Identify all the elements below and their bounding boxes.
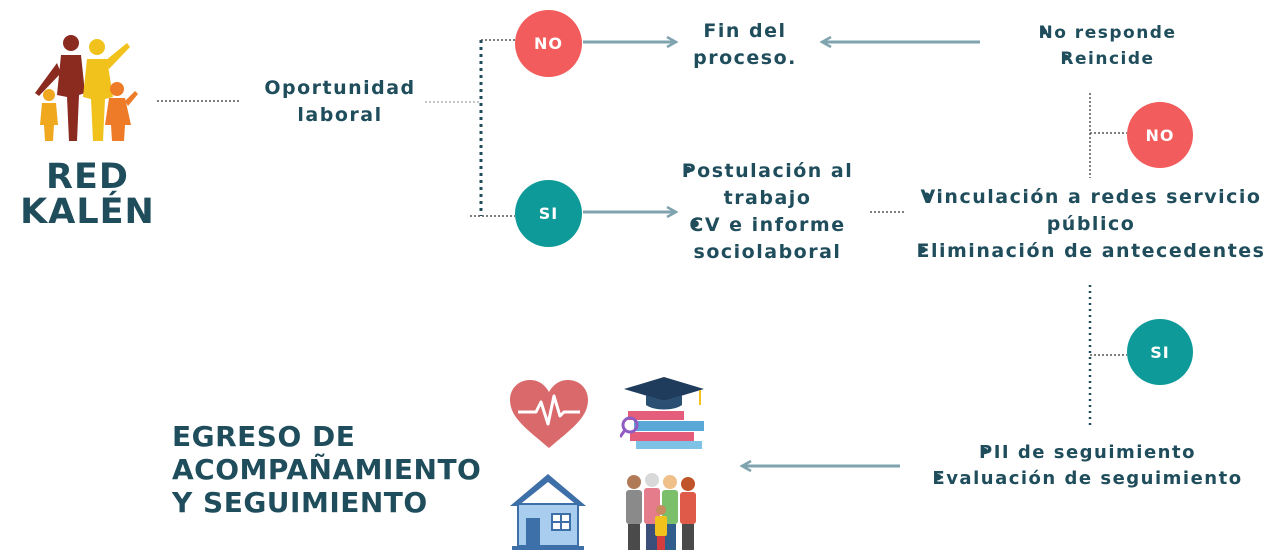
start-node-label: Oportunidad laboral <box>264 77 416 126</box>
list-item: Postulación al trabajo <box>660 158 875 212</box>
family-logo-icon <box>27 33 157 145</box>
egreso-line1: EGRESO DE <box>172 420 356 453</box>
postulacion-item-2: CV e informe sociolaboral <box>689 214 846 263</box>
list-item: Eliminación de antecedentes <box>905 238 1277 265</box>
vinculacion-list: Vinculación a redes servicio público Eli… <box>905 184 1277 265</box>
group-people-icon <box>620 472 702 551</box>
decision-no-top: NO <box>515 10 582 77</box>
egreso-line2: ACOMPAÑAMIENTO <box>172 453 482 486</box>
decision-si-right: SI <box>1127 319 1193 385</box>
vinculacion-item-1: Vinculación a redes servicio público <box>920 186 1262 235</box>
seguimiento-item-1: PII de seguimiento <box>979 442 1196 463</box>
brand-title-line2: KALÉN <box>20 192 155 232</box>
decision-no-right: NO <box>1127 102 1193 168</box>
house-icon <box>508 472 588 551</box>
egreso-title: EGRESO DE ACOMPAÑAMIENTO Y SEGUIMIENTO <box>172 420 502 519</box>
seguimiento-item-2: Evaluación de seguimiento <box>932 468 1243 489</box>
brand-title: RED KALÉN <box>10 160 165 230</box>
postulacion-item-1: Postulación al trabajo <box>681 160 854 209</box>
decision-si-bottom: SI <box>515 180 582 247</box>
list-item: CV e informe sociolaboral <box>660 212 875 266</box>
list-item: PII de seguimiento <box>925 440 1250 466</box>
graduation-books-icon <box>618 375 708 450</box>
end-node-label: Fin del proceso. <box>693 20 797 69</box>
egreso-line3: Y SEGUIMIENTO <box>172 486 428 519</box>
brand-title-line1: RED <box>46 157 129 197</box>
postulacion-list: Postulación al trabajo CV e informe soci… <box>660 158 875 266</box>
end-reasons-list: No responde Reincide <box>1000 20 1215 72</box>
end-reason-1: No responde <box>1038 23 1177 43</box>
heart-pulse-icon <box>508 378 590 450</box>
vinculacion-item-2: Eliminación de antecedentes <box>916 240 1266 262</box>
seguimiento-list: PII de seguimiento Evaluación de seguimi… <box>925 440 1250 492</box>
end-reason-2: Reincide <box>1060 49 1155 69</box>
list-item: Vinculación a redes servicio público <box>905 184 1277 238</box>
list-item: No responde <box>1000 20 1215 46</box>
list-item: Reincide <box>1000 46 1215 72</box>
list-item: Evaluación de seguimiento <box>925 466 1250 492</box>
